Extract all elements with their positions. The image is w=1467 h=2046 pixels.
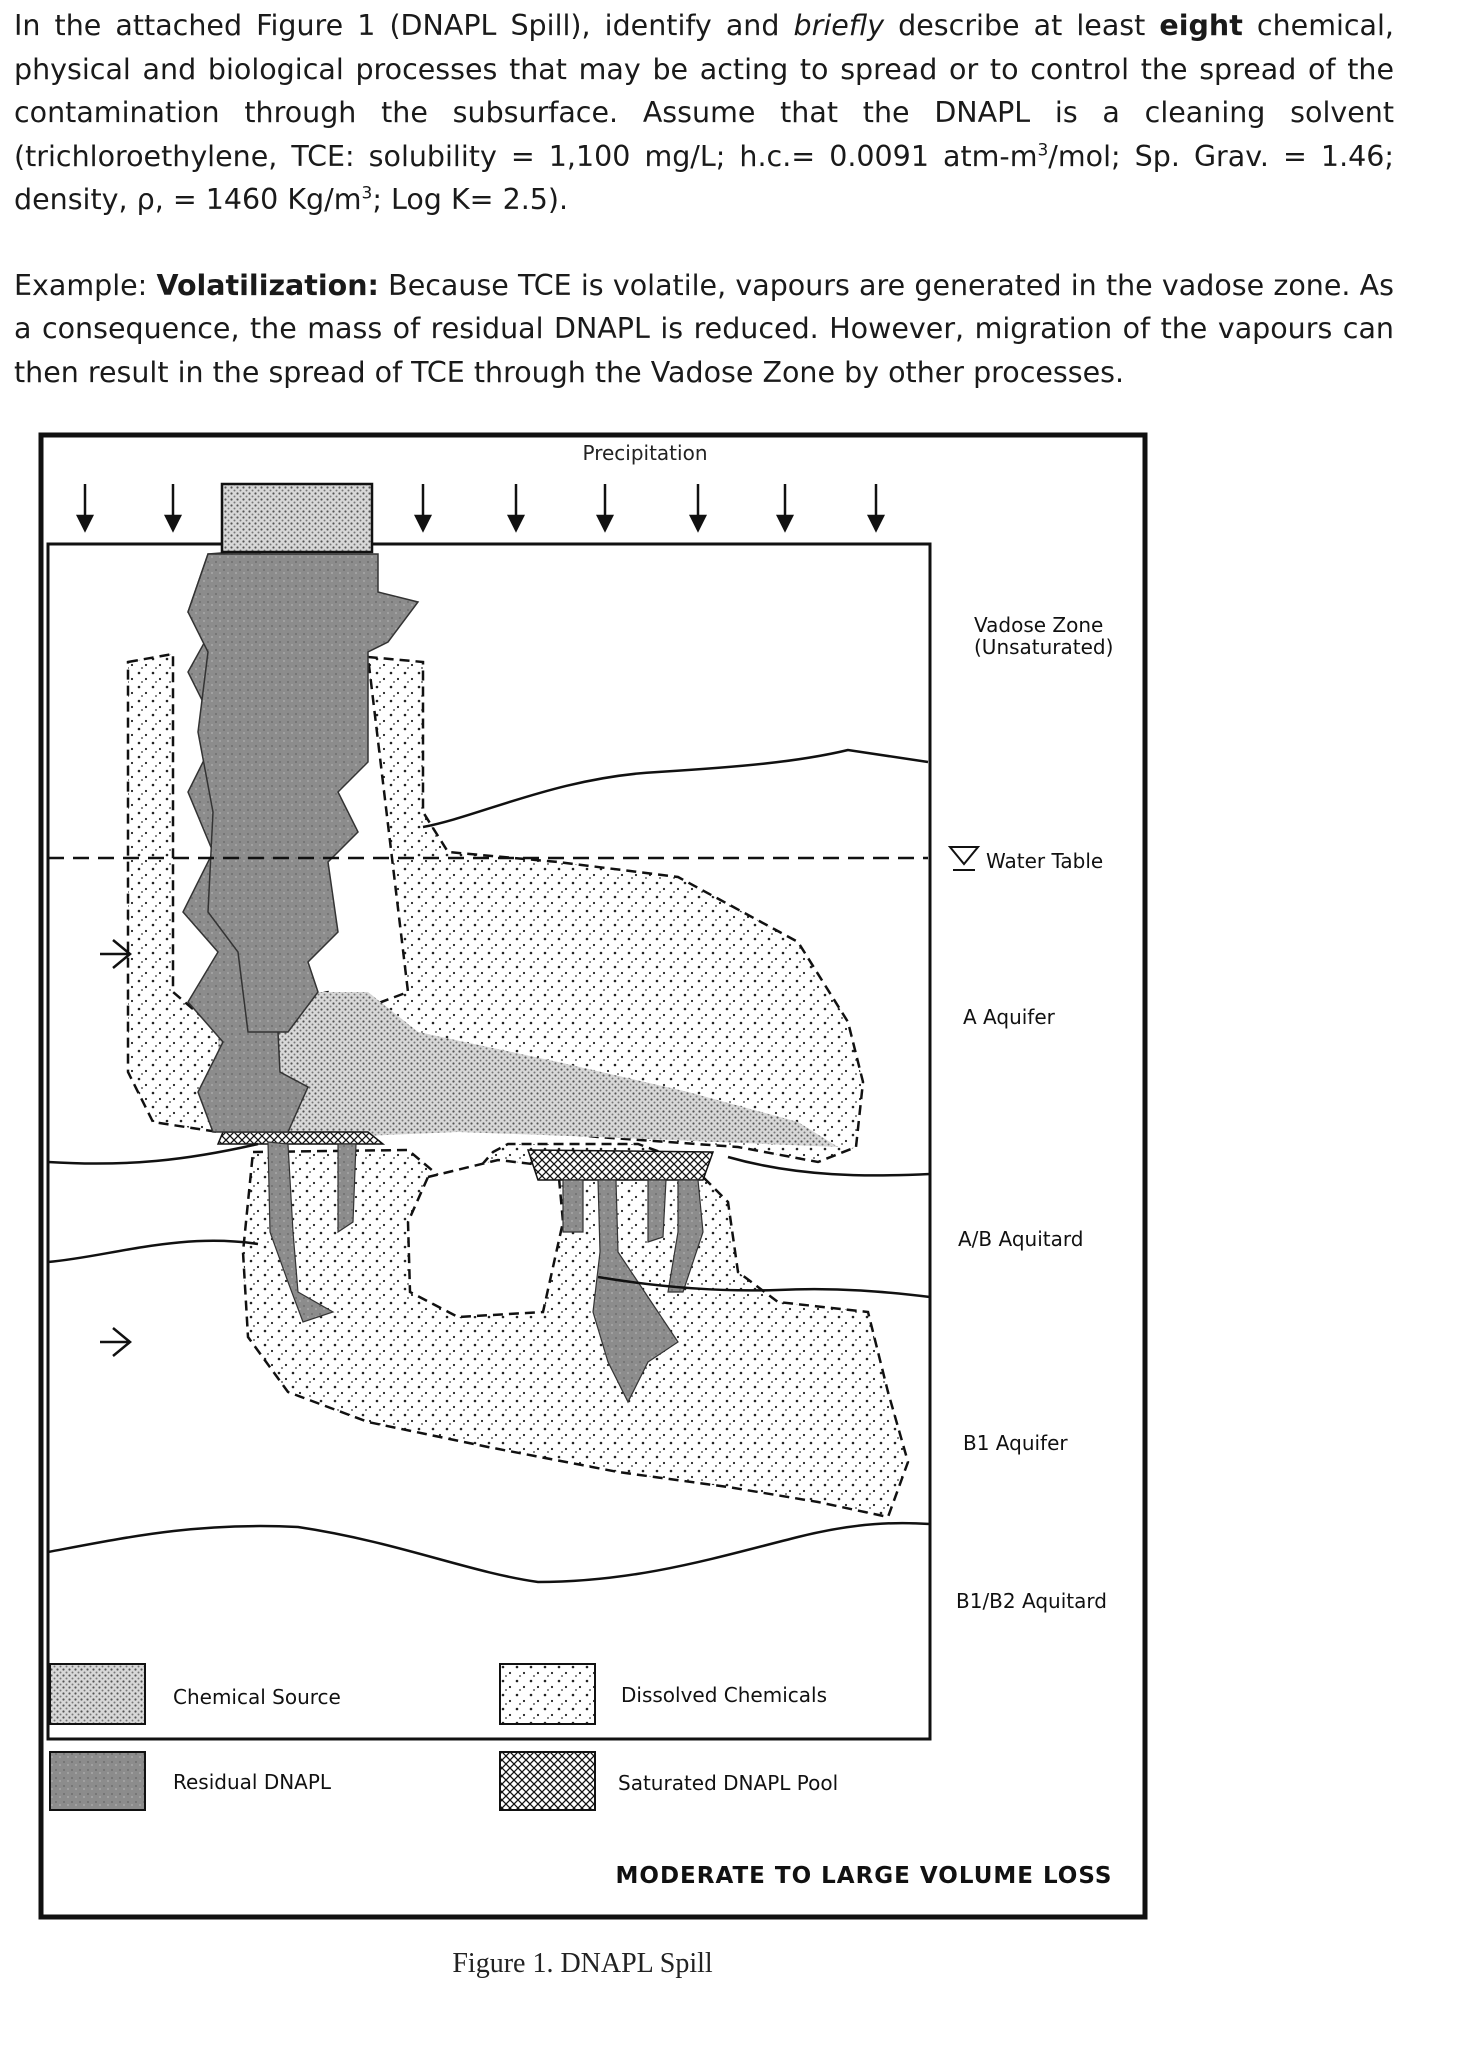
legend-swatch-dissolved bbox=[499, 1663, 596, 1725]
residual-finger-2 bbox=[337, 1143, 357, 1234]
legend-dissolved-chemicals: Dissolved Chemicals bbox=[621, 1683, 827, 1707]
chemical-source bbox=[220, 482, 374, 554]
residual-finger-4 bbox=[592, 1179, 679, 1404]
b1-aquifer-label: B1 Aquifer bbox=[963, 1431, 1068, 1455]
water-table-label: Water Table bbox=[986, 849, 1103, 873]
residual-dnapl-upper bbox=[187, 553, 420, 1033]
figure-caption: Figure 1. DNAPL Spill bbox=[452, 1948, 713, 1979]
volume-loss-title: MODERATE TO LARGE VOLUME LOSS bbox=[616, 1863, 1113, 1889]
residual-finger-3 bbox=[562, 1179, 584, 1233]
vadose-zone-label: Vadose Zone bbox=[974, 613, 1103, 637]
precipitation-arrows bbox=[75, 484, 886, 533]
question-paragraph: In the attached Figure 1 (DNAPL Spill), … bbox=[14, 9, 1394, 216]
saturated-pool-left bbox=[216, 1131, 386, 1145]
precipitation-label: Precipitation bbox=[582, 441, 707, 465]
residual-finger-5 bbox=[647, 1179, 667, 1243]
water-table-symbol bbox=[947, 846, 981, 866]
a-aquifer-label: A Aquifer bbox=[963, 1005, 1056, 1029]
legend: Chemical Source Residual DNAPL Dissolved… bbox=[49, 1663, 838, 1811]
cross-section-box bbox=[46, 542, 932, 1741]
question-text: In the attached Figure 1 (DNAPL Spill), … bbox=[14, 4, 1394, 394]
legend-chemical-source: Chemical Source bbox=[173, 1685, 341, 1709]
dissolved-dense-zone bbox=[218, 992, 838, 1147]
residual-finger-6 bbox=[667, 1179, 704, 1293]
legend-saturated-pool: Saturated DNAPL Pool bbox=[618, 1771, 838, 1795]
ab-aquitard-label: A/B Aquitard bbox=[958, 1227, 1083, 1251]
vadose-zone-sublabel: (Unsaturated) bbox=[974, 635, 1113, 659]
example-paragraph: Example: Volatilization: Because TCE is … bbox=[14, 268, 1394, 389]
residual-finger-1 bbox=[267, 1141, 335, 1323]
dnapl-diagram: Precipitation bbox=[38, 432, 1148, 1920]
layer-contacts bbox=[47, 748, 931, 1584]
b1b2-aquitard-label: B1/B2 Aquitard bbox=[956, 1589, 1107, 1613]
dnapl-figure: Precipitation bbox=[38, 432, 1148, 1922]
legend-swatch-residual bbox=[49, 1751, 146, 1811]
clean-pocket bbox=[406, 1158, 565, 1319]
saturated-pool-right bbox=[526, 1149, 715, 1181]
legend-swatch-chemical-source bbox=[49, 1663, 146, 1725]
flow-arrows bbox=[100, 939, 132, 1357]
legend-residual-dnapl: Residual DNAPL bbox=[173, 1770, 332, 1794]
legend-swatch-pool bbox=[499, 1751, 596, 1811]
